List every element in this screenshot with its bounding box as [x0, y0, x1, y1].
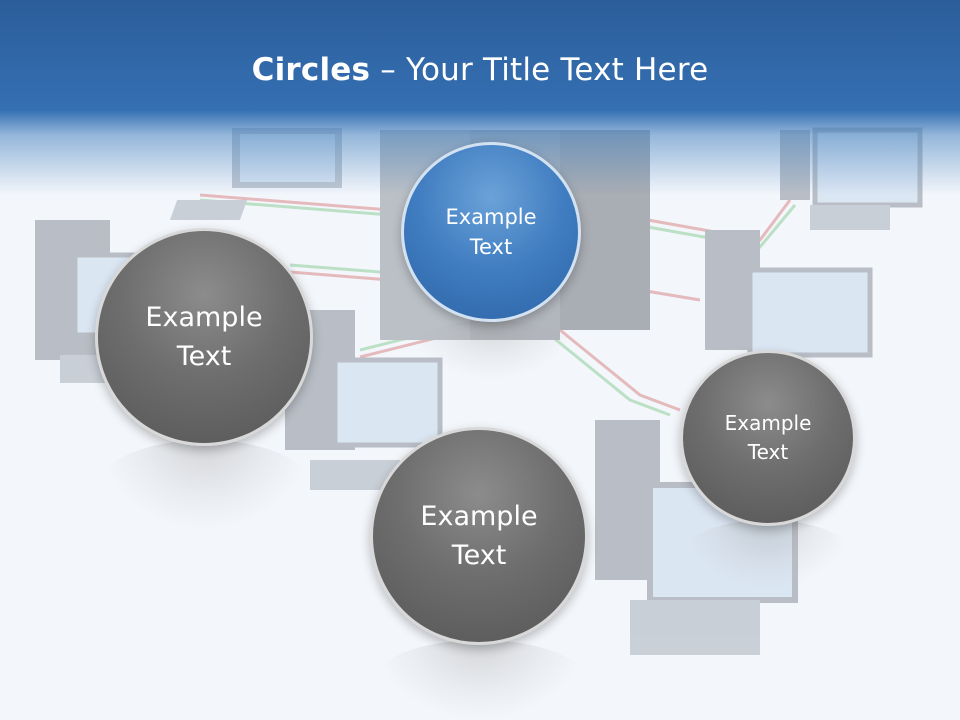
- circle-text-line1: Example: [420, 500, 538, 532]
- slide-title: Circles – Your Title Text Here: [0, 52, 960, 88]
- title-bold-word: Circles: [251, 52, 371, 88]
- circle-reflection: [410, 320, 575, 380]
- circle-blue-top: Example Text: [401, 142, 581, 322]
- circle-text-line2: Text: [176, 341, 232, 372]
- circle-reflection: [375, 640, 585, 720]
- circle-reflection: [100, 440, 310, 530]
- circle-text-line2: Text: [469, 235, 513, 259]
- title-rest: – Your Title Text Here: [370, 52, 709, 88]
- circle-gray-bottom: Example Text: [370, 427, 588, 645]
- circle-gray-right: Example Text: [680, 350, 856, 526]
- circle-text-line2: Text: [451, 540, 507, 571]
- circle-text-line2: Text: [747, 440, 789, 464]
- circle-reflection: [682, 520, 852, 590]
- circle-text-line1: Example: [145, 301, 263, 333]
- circle-text-line1: Example: [445, 204, 537, 229]
- circle-text-line1: Example: [724, 411, 812, 435]
- circle-gray-left: Example Text: [95, 228, 313, 446]
